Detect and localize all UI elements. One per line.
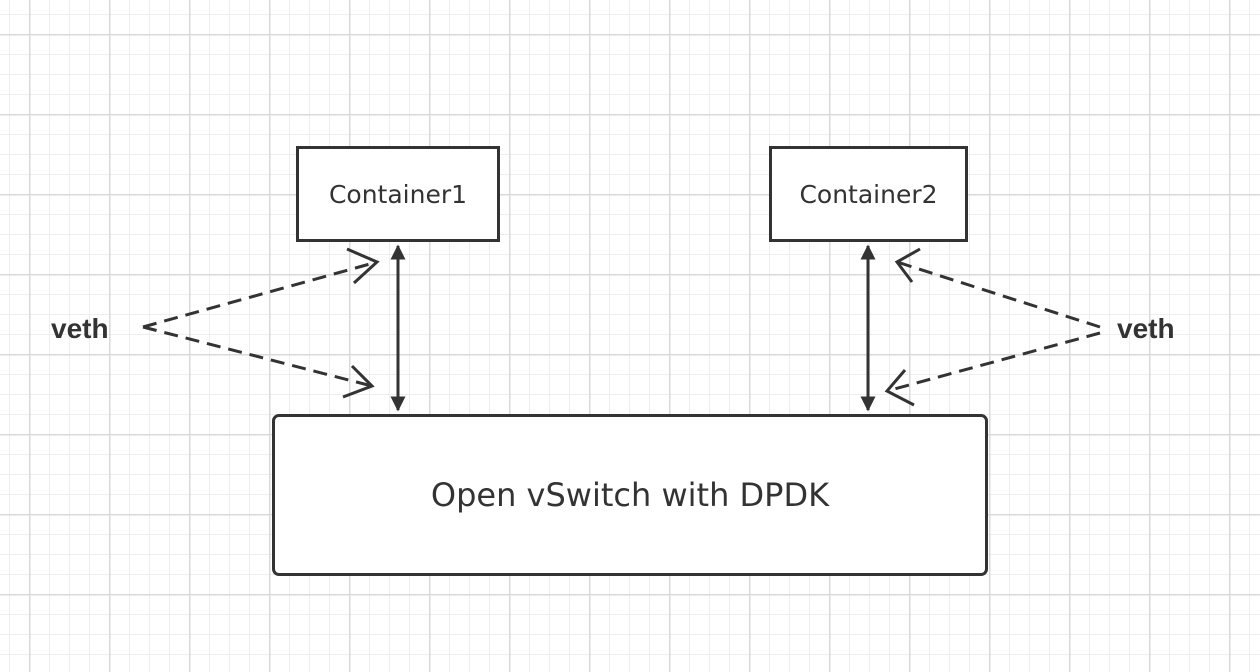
veth-left-arrow-switch: [142, 325, 375, 399]
container2-label: Container2: [799, 179, 938, 209]
veth-left-label: veth: [51, 313, 109, 344]
ovs-dpdk-label: Open vSwitch with DPDK: [430, 476, 830, 514]
container1-label: Container1: [328, 179, 468, 209]
container2-box: Container2: [769, 146, 968, 242]
veth-right-label: veth: [1117, 313, 1175, 344]
container1-box: Container1: [296, 146, 500, 242]
ovs-dpdk-box: Open vSwitch with DPDK: [272, 414, 988, 576]
veth-right-arrow-switch: [884, 331, 1101, 407]
veth-right-arrow-container2: [894, 247, 1101, 329]
veth-left-arrow-container1: [142, 247, 380, 329]
